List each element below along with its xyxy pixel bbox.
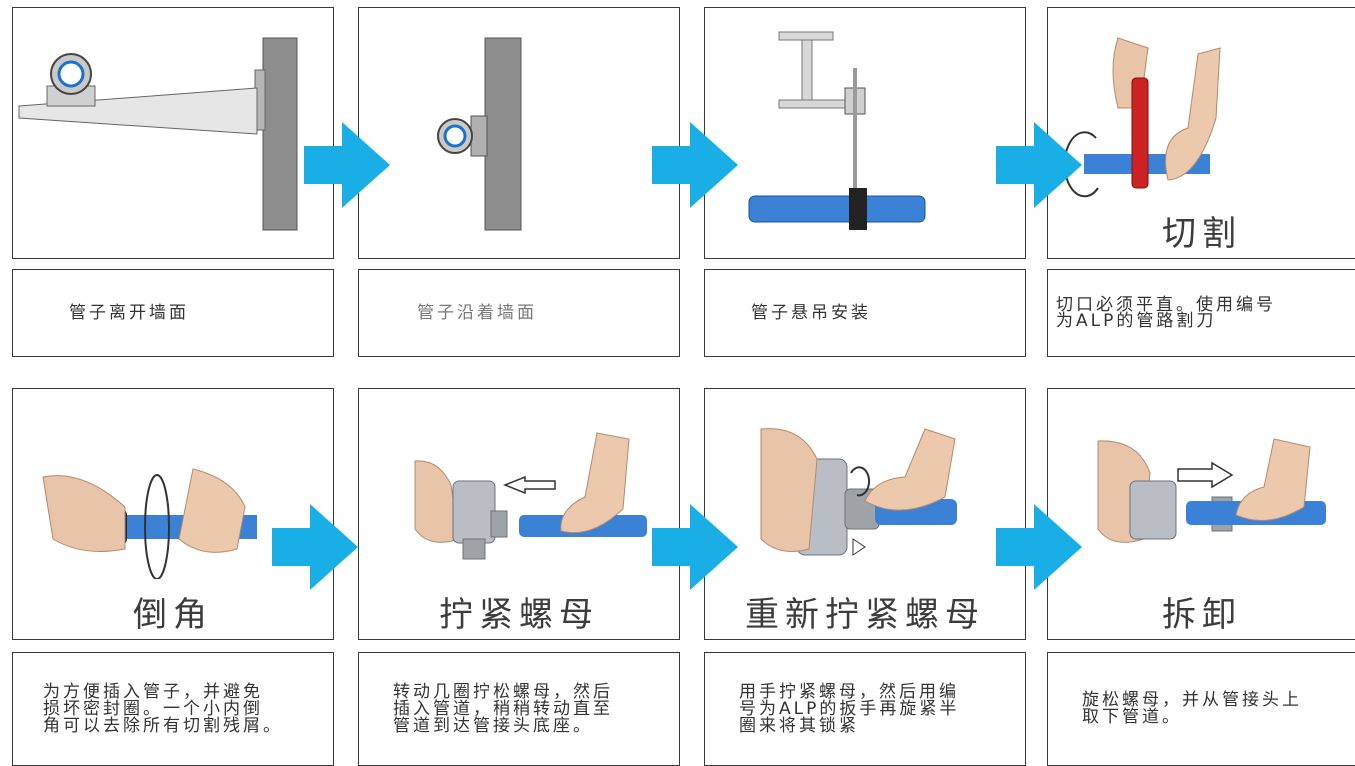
- step-4-caption-box: 切口必须平直。使用编号 为ALP的管路割刀: [1047, 269, 1355, 357]
- step-8-caption-box: 旋松螺母，并从管接头上 取下管道。: [1047, 652, 1355, 766]
- step-7-image-panel: 重新拧紧螺母: [704, 388, 1026, 640]
- step-5-label: 倒角: [133, 595, 213, 635]
- arrow-right-icon: [652, 122, 738, 208]
- step-8-image-panel: 拆卸: [1047, 388, 1355, 640]
- retighten-nut-illustration: [760, 428, 957, 556]
- step-1-image-panel: [12, 7, 334, 259]
- step-8-caption: 旋松螺母，并从管接头上 取下管道。: [1082, 690, 1302, 727]
- step-6-image-panel: 拧紧螺母: [358, 388, 680, 640]
- wall-bracket-illustration: [18, 37, 298, 231]
- step-4-label: 切割: [1162, 214, 1242, 254]
- step-5-caption-box: 为方便插入管子，并避免 损坏密封圈。一个小内倒 角可以去除所有切割残屑。: [12, 652, 334, 766]
- step-7-caption-box: 用手拧紧螺母，然后用编 号为ALP的扳手再旋紧半 圈来将其锁紧: [704, 652, 1026, 766]
- hanging-pipe-illustration: [748, 31, 926, 230]
- step-1-caption: 管子离开墙面: [69, 302, 189, 323]
- step-3-image-panel: [704, 7, 1026, 259]
- step-7-label: 重新拧紧螺母: [745, 595, 985, 635]
- step-7-caption: 用手拧紧螺母，然后用编 号为ALP的扳手再旋紧半 圈来将其锁紧: [739, 681, 960, 736]
- step-3-caption-box: 管子悬吊安装: [704, 269, 1026, 357]
- step-2-image-panel: [358, 7, 680, 259]
- step-6-caption-box: 转动几圈拧松螺母，然后 插入管道，稍稍转动直至 管道到达管接头底座。: [358, 652, 680, 766]
- arrow-right-icon: [652, 504, 738, 590]
- pipe-cutter-illustration: [1063, 37, 1221, 198]
- wall-mount-illustration: [437, 37, 522, 231]
- step-2-caption-box: 管子沿着墙面: [358, 269, 680, 357]
- step-6-label: 拧紧螺母: [439, 595, 599, 635]
- step-5-image-panel: 倒角: [12, 388, 334, 640]
- step-6-caption: 转动几圈拧松螺母，然后 插入管道，稍稍转动直至 管道到达管接头底座。: [393, 681, 613, 736]
- step-1-caption-box: 管子离开墙面: [12, 269, 334, 357]
- loosen-nut-illustration: [414, 432, 647, 560]
- chamfer-illustration: [42, 468, 257, 579]
- step-3-caption: 管子悬吊安装: [751, 302, 871, 323]
- step-2-caption: 管子沿着墙面: [417, 302, 537, 323]
- step-4-image-panel: 切割: [1047, 7, 1355, 259]
- arrow-right-icon: [996, 504, 1082, 590]
- arrow-right-icon: [304, 122, 390, 208]
- step-8-label: 拆卸: [1162, 595, 1242, 635]
- disassembly-illustration: [1097, 438, 1326, 543]
- arrow-right-icon: [996, 122, 1082, 208]
- step-5-caption: 为方便插入管子，并避免 损坏密封圈。一个小内倒 角可以去除所有切割残屑。: [43, 681, 283, 736]
- step-4-caption: 切口必须平直。使用编号 为ALP的管路割刀: [1056, 295, 1276, 331]
- arrow-right-icon: [272, 504, 358, 590]
